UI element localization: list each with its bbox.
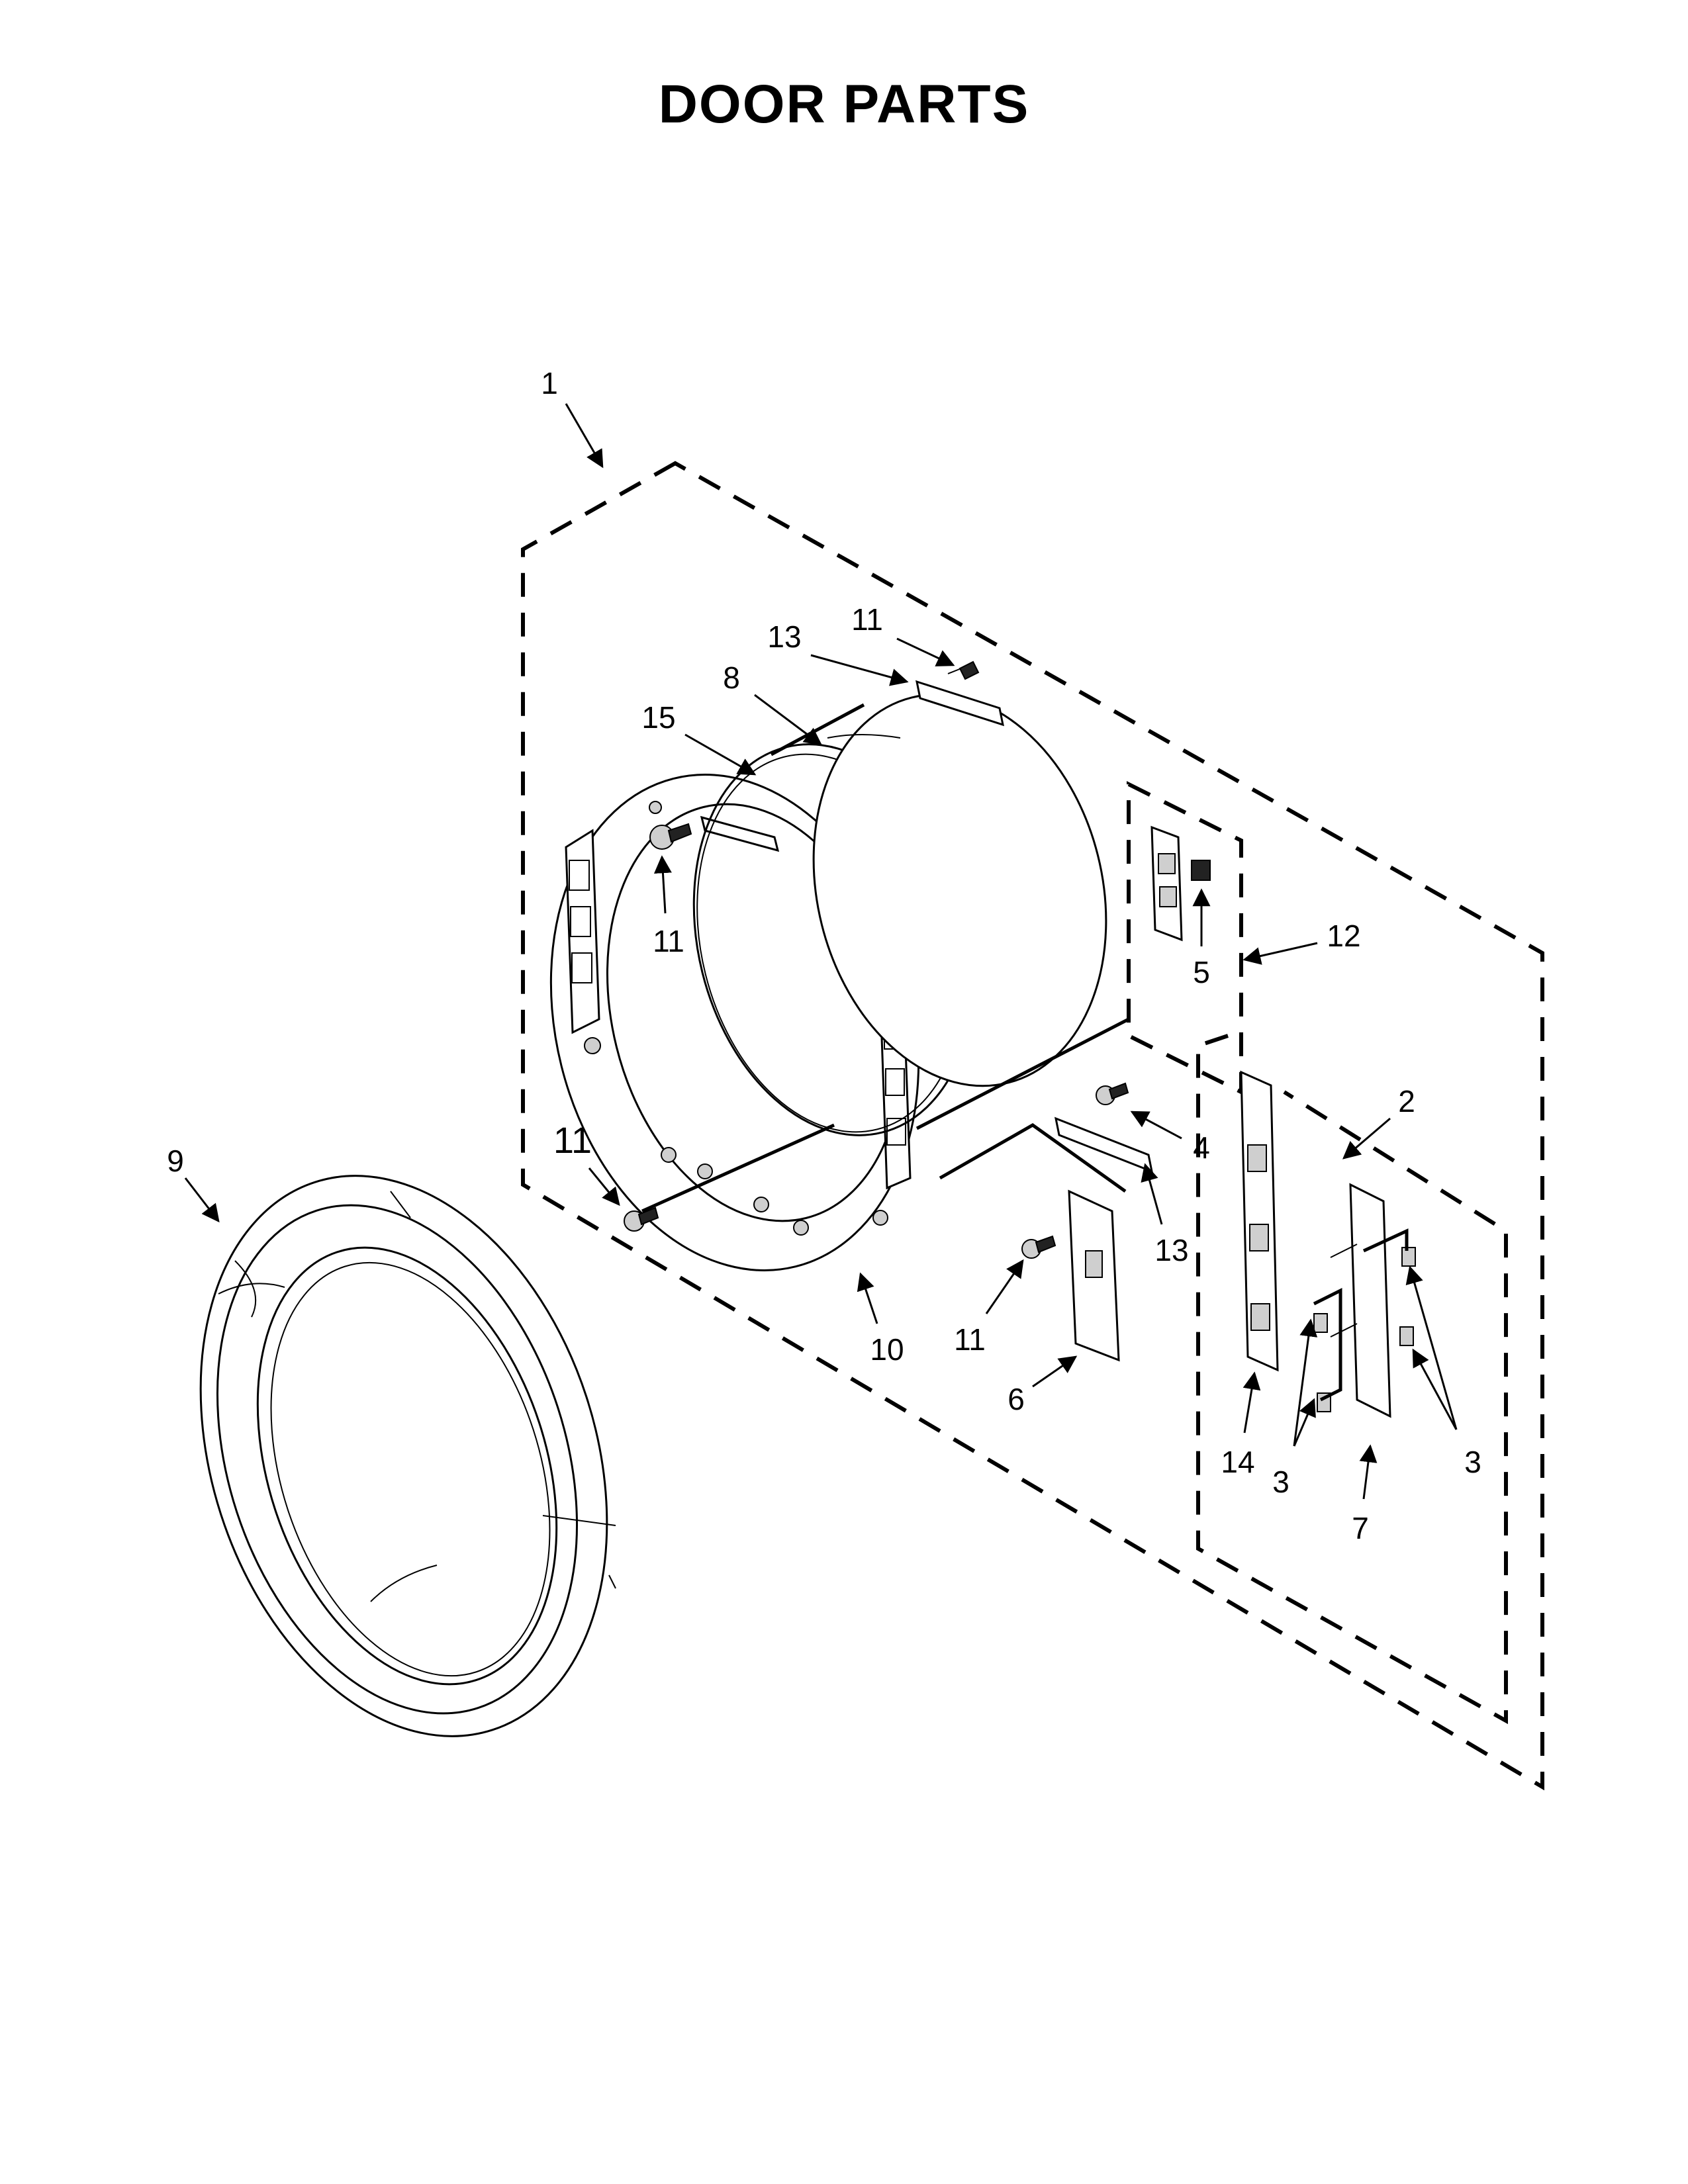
callout-2: 2 [1398,1084,1415,1118]
door-glass-edge [827,734,901,739]
hinge-plate-part-14 [1240,1070,1279,1372]
callout-5: 5 [1193,955,1210,989]
leader-13-top [810,654,909,686]
callout-3-left: 3 [1272,1465,1289,1499]
assembly-line-d [939,1123,1127,1193]
callout-6: 6 [1008,1382,1025,1416]
hinge-cover-slot [1085,1250,1103,1278]
leader-2 [1342,1117,1391,1160]
leader-11-top [896,637,955,666]
callout-14: 14 [1221,1445,1254,1479]
leader-6 [1032,1355,1078,1388]
callout-10: 10 [870,1332,904,1367]
callout-7: 7 [1352,1511,1369,1545]
hinge-bracket-part-4 [1054,1116,1154,1173]
assembly-12-boundary [1127,781,1243,1095]
leader-14 [1243,1371,1261,1433]
callout-8: 8 [723,660,740,695]
page-title: DOOR PARTS [659,74,1030,134]
leader-7 [1359,1444,1378,1500]
callout-11-bottom: 11 [954,1322,986,1357]
leader-9 [184,1177,220,1223]
assembly-line-b [915,1017,1130,1130]
leader-11-left [653,855,672,914]
assembly-line-c [641,1123,835,1213]
clip-part-13-top [915,680,1004,727]
screw-part-11-bottom [1021,1235,1056,1259]
leader-12 [1243,942,1318,965]
leader-1 [565,403,604,469]
door-outer-ring-part-9 [199,1175,616,1737]
callout-11-top: 11 [851,602,883,637]
assembly-line-f [1362,1228,1409,1253]
callout-11-bottom-left: 11 [553,1119,592,1161]
leader-11-bottom [985,1259,1024,1314]
leader-3-right-a [1405,1265,1458,1430]
callout-13-bottom: 13 [1154,1233,1188,1267]
callout-12: 12 [1327,919,1360,953]
callout-9: 9 [167,1144,184,1178]
latch-part-5 [1150,825,1211,942]
callout-11-left: 11 [653,924,684,958]
screw-part-11-left [649,823,692,850]
leader-3-right-b [1412,1348,1458,1430]
leader-13-bottom [1141,1163,1163,1225]
leader-8 [754,694,823,746]
bushing-part-3-a [1401,1247,1416,1267]
callout-15: 15 [641,700,675,735]
callout-4: 4 [1193,1130,1210,1165]
assembly-1-boundary [521,461,1544,1791]
leader-3-left-b [1293,1318,1318,1447]
leader-15 [684,733,757,776]
leader-3-left-a [1293,1398,1316,1447]
leader-10 [857,1272,878,1324]
callout-1: 1 [541,366,558,400]
callout-3-right: 3 [1464,1445,1481,1479]
bushing-part-3-c [1313,1313,1328,1333]
callout-13-top: 13 [767,619,801,654]
assembly-line-e [1313,1287,1342,1402]
screw-part-11-right [1096,1082,1129,1105]
screw-part-11-top [947,660,980,680]
screw-part-11-bottom-left [624,1206,659,1232]
bushing-part-3-b [1399,1326,1414,1346]
leader-11-bottom-left [588,1167,620,1206]
leader-4 [1130,1111,1182,1140]
